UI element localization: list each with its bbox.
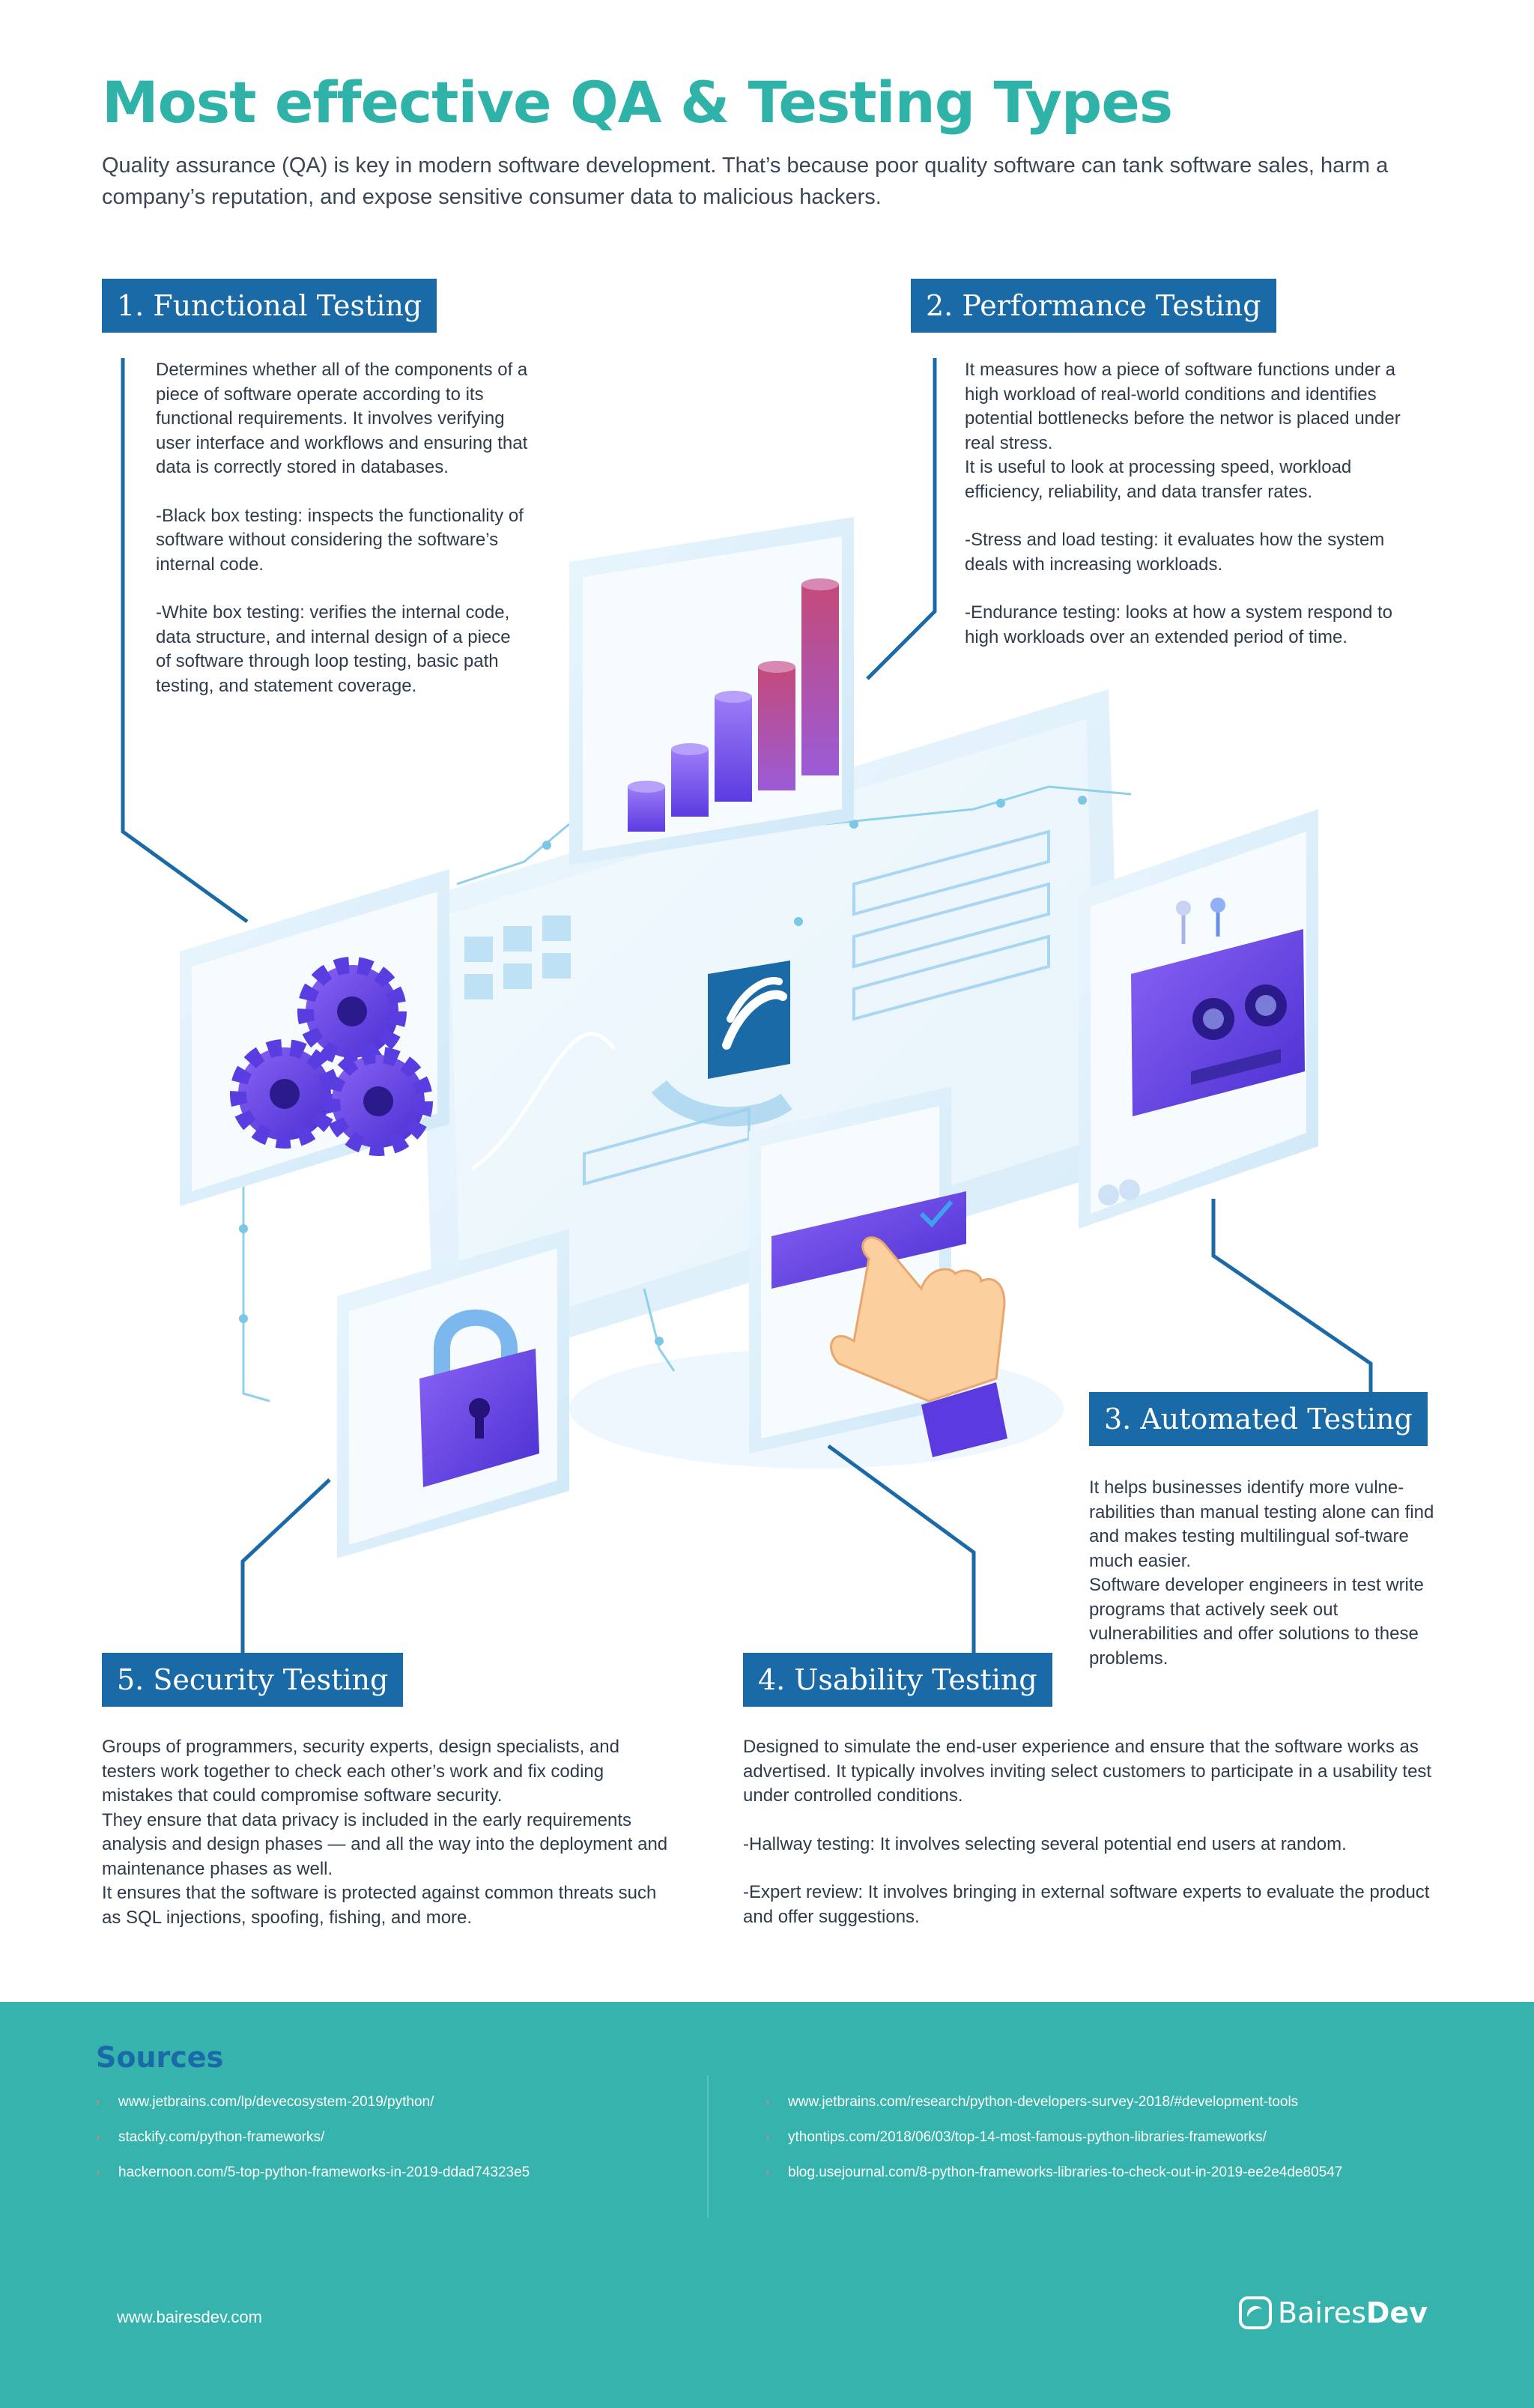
chevron-right-icon: › <box>766 2131 770 2144</box>
stress-load-description: -Stress and load testing: it evaluates h… <box>965 530 1385 575</box>
chevron-right-icon: › <box>766 2166 770 2179</box>
heading-functional-testing: 1. Functional Testing <box>102 279 437 333</box>
source-link[interactable]: ›ythontips.com/2018/06/03/top-14-most-fa… <box>766 2129 1267 2145</box>
sdet-description: Software developer engineers in test wri… <box>1089 1575 1424 1669</box>
heading-performance-testing: 2. Performance Testing <box>911 279 1276 333</box>
pointing-hand-icon <box>771 1191 1007 1457</box>
isometric-illustration <box>121 358 1373 1659</box>
sources-title: Sources <box>96 2041 224 2074</box>
sources-list-right: ›www.jetbrains.com/research/python-devel… <box>766 2093 1342 2199</box>
website-link[interactable]: www.bairesdev.com <box>117 2308 262 2326</box>
performance-description: It measures how a piece of software func… <box>965 360 1401 453</box>
hallway-testing-description: -Hallway testing: It involves selecting … <box>743 1833 1347 1854</box>
sources-divider <box>707 2075 709 2218</box>
security-testing-text: Groups of programmers, security experts,… <box>102 1735 671 1930</box>
chevron-right-icon: › <box>96 2166 100 2179</box>
source-link[interactable]: ›hackernoon.com/5-top-python-frameworks-… <box>96 2165 530 2180</box>
usability-description: Designed to simulate the end-user experi… <box>743 1737 1432 1806</box>
robot-icon <box>1098 898 1305 1205</box>
performance-usefulness: It is useful to look at processing speed… <box>965 457 1352 502</box>
black-box-description: -Black box testing: inspects the functio… <box>156 505 524 575</box>
chevron-right-icon: › <box>96 2096 100 2108</box>
source-link[interactable]: ›stackify.com/python-frameworks/ <box>96 2129 325 2145</box>
data-privacy-description: They ensure that data privacy is include… <box>102 1809 668 1879</box>
gears-icon <box>230 957 433 1156</box>
functional-description: Determines whether all of the components… <box>156 360 528 477</box>
page-title: Most effective QA & Testing Types <box>102 69 1173 136</box>
brand-name: BairesDev <box>1278 2296 1428 2329</box>
usability-testing-text: Designed to simulate the end-user experi… <box>743 1735 1432 1929</box>
sources-footer <box>0 2002 1534 2408</box>
functional-testing-text: Determines whether all of the components… <box>156 358 530 698</box>
endurance-description: -Endurance testing: looks at how a syste… <box>965 602 1392 647</box>
white-box-description: -White box testing: verifies the interna… <box>156 602 511 696</box>
bairesdev-logo-icon <box>1239 2296 1272 2329</box>
source-link[interactable]: ›blog.usejournal.com/8-python-frameworks… <box>766 2165 1343 2180</box>
heading-security-testing: 5. Security Testing <box>102 1653 404 1707</box>
chevron-right-icon: › <box>766 2096 770 2108</box>
source-link[interactable]: ›www.jetbrains.com/lp/devecosystem-2019/… <box>96 2094 434 2110</box>
automated-testing-text: It helps businesses identify more vulne-… <box>1089 1476 1438 1671</box>
performance-testing-text: It measures how a piece of software func… <box>965 358 1422 650</box>
bairesdev-logo: BairesDev <box>1239 2293 1428 2333</box>
bar-chart-icon <box>628 578 839 832</box>
logo-icon <box>651 961 792 1127</box>
source-link[interactable]: ›www.jetbrains.com/research/python-devel… <box>766 2094 1299 2110</box>
automated-description: It helps businesses identify more vulne-… <box>1089 1477 1434 1571</box>
heading-automated-testing: 3. Automated Testing <box>1089 1392 1428 1446</box>
security-description: Groups of programmers, security experts,… <box>102 1737 619 1806</box>
padlock-icon <box>419 1309 539 1487</box>
chevron-right-icon: › <box>96 2131 100 2144</box>
expert-review-description: -Expert review: It involves bringing in … <box>743 1882 1430 1927</box>
sources-list-left: ›www.jetbrains.com/lp/devecosystem-2019/… <box>96 2093 530 2199</box>
intro-paragraph: Quality assurance (QA) is key in modern … <box>102 154 1389 209</box>
heading-usability-testing: 4. Usability Testing <box>743 1653 1052 1707</box>
threat-protection-description: It ensures that the software is protecte… <box>102 1883 657 1928</box>
